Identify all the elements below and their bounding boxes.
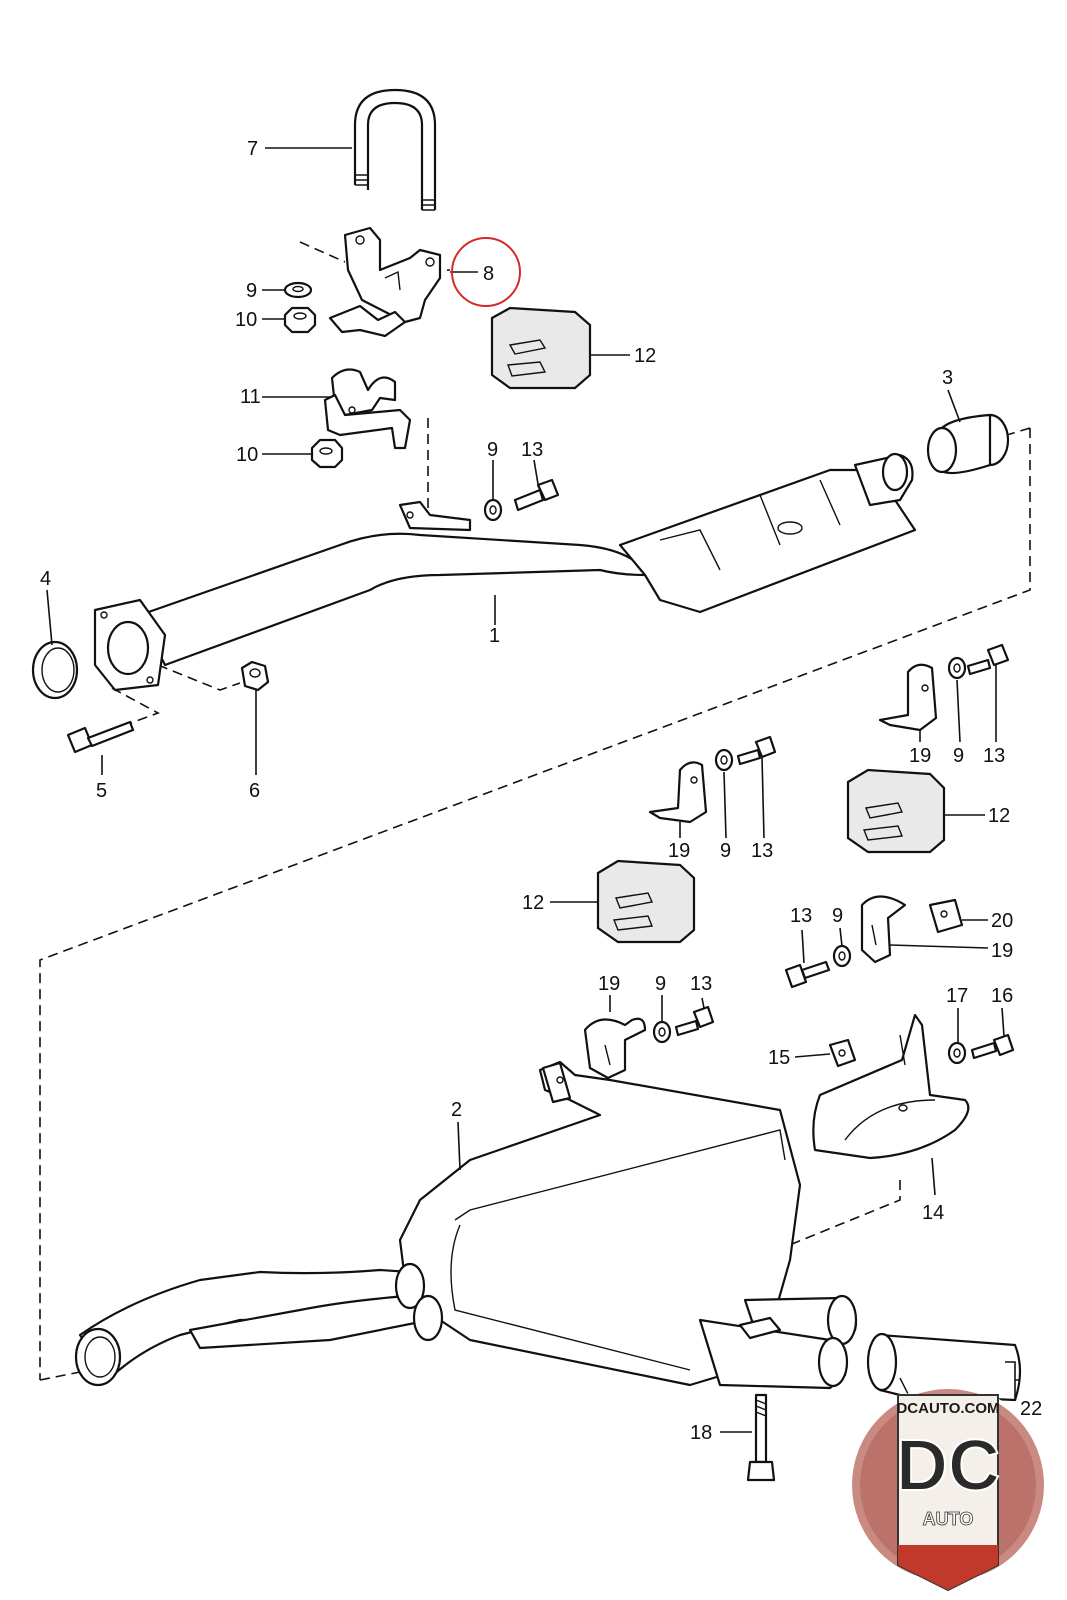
- bolt-13-upper-right: [966, 643, 1010, 676]
- label-13: 13: [790, 905, 812, 927]
- pipe-flange: [93, 598, 167, 692]
- label-17: 17: [946, 985, 968, 1007]
- label-9: 9: [246, 280, 257, 302]
- label-20: 20: [991, 910, 1013, 932]
- label-3: 3: [942, 367, 953, 389]
- nut-10-middle: [310, 438, 344, 469]
- washer-9-top: [283, 281, 313, 299]
- bolt-13-lower-right: [784, 960, 831, 989]
- clip-nut-15: [828, 1038, 857, 1068]
- bolt-16: [970, 1033, 1015, 1060]
- label-9: 9: [487, 439, 498, 461]
- rear-muffler-2: [398, 1060, 802, 1387]
- label-9: 9: [655, 973, 666, 995]
- label-2: 2: [451, 1099, 462, 1121]
- dashed-guide-rear: [764, 1180, 901, 1300]
- label-9: 9: [953, 745, 964, 767]
- rubber-mount-12-top: [490, 306, 592, 390]
- rubber-mount-12-center: [596, 859, 696, 944]
- muffler-inlet-pipes: [74, 1262, 444, 1387]
- gasket-ring: [31, 640, 79, 700]
- watermark-site-text: DCAUTO.COM: [896, 1400, 999, 1417]
- part-number-labels: 7 8 9 10 12 11 3 10 9 13 4 1 5 6 19 9 13…: [40, 138, 1042, 1444]
- front-pipe-catalytic-converter: [138, 452, 917, 667]
- bracket-19-upper-right: [878, 663, 938, 732]
- nut-6: [240, 660, 270, 692]
- label-10: 10: [236, 444, 258, 466]
- highlight-circle-part-8: [451, 237, 521, 307]
- dc-auto-watermark-logo: DCAUTO.COM DC AUTO: [848, 1385, 1048, 1592]
- label-9: 9: [832, 905, 843, 927]
- clamp-bracket-part: [328, 226, 442, 338]
- clamp-19-center: [583, 1017, 647, 1080]
- clip-nut-20: [928, 898, 964, 934]
- nut-10-top: [283, 306, 317, 334]
- label-5: 5: [96, 780, 107, 802]
- bolt-13-front: [513, 478, 560, 512]
- washer-9-front: [483, 498, 503, 522]
- bolt-5: [66, 720, 135, 754]
- label-9: 9: [720, 840, 731, 862]
- leader-lines: [46, 147, 1020, 1433]
- label-12: 12: [522, 892, 544, 914]
- label-1: 1: [489, 625, 500, 647]
- tail-pipes: [698, 1294, 858, 1390]
- bracket-19-middle: [648, 761, 708, 824]
- washer-9-center: [652, 1020, 672, 1044]
- label-13: 13: [983, 745, 1005, 767]
- label-15: 15: [768, 1047, 790, 1069]
- u-bolt-part: [353, 88, 437, 211]
- label-4: 4: [40, 568, 51, 590]
- long-bolt-18: [746, 1393, 776, 1482]
- rubber-mount-12-right: [846, 768, 946, 854]
- tail-pipe-tip: [866, 1332, 1022, 1402]
- label-10: 10: [235, 309, 257, 331]
- label-18: 18: [690, 1422, 712, 1444]
- washer-9-upper-right: [947, 656, 967, 680]
- label-13: 13: [521, 439, 543, 461]
- label-19: 19: [668, 840, 690, 862]
- label-12: 12: [988, 805, 1010, 827]
- label-6: 6: [249, 780, 260, 802]
- label-8: 8: [483, 263, 494, 285]
- bolt-13-middle: [736, 735, 777, 766]
- washer-17: [947, 1041, 967, 1065]
- bolt-13-center: [674, 1005, 715, 1037]
- label-11: 11: [240, 386, 261, 408]
- label-14: 14: [922, 1202, 944, 1224]
- label-19: 19: [598, 973, 620, 995]
- label-22: 22: [1020, 1398, 1042, 1420]
- watermark-logo-letters: DC: [896, 1426, 1000, 1506]
- watermark-logo-sub: AUTO: [923, 1509, 974, 1529]
- label-12: 12: [634, 345, 656, 367]
- label-19: 19: [909, 745, 931, 767]
- label-19: 19: [991, 940, 1013, 962]
- label-16: 16: [991, 985, 1013, 1007]
- sleeve-part: [926, 413, 1010, 475]
- label-13: 13: [690, 973, 712, 995]
- heat-shield-14: [812, 1013, 970, 1160]
- label-13: 13: [751, 840, 773, 862]
- clamp-19-lower-right: [860, 895, 907, 964]
- washer-9-middle: [714, 748, 734, 772]
- label-7: 7: [247, 138, 258, 160]
- washer-9-lower-right: [832, 944, 852, 968]
- hanger-bracket-part: [323, 368, 412, 450]
